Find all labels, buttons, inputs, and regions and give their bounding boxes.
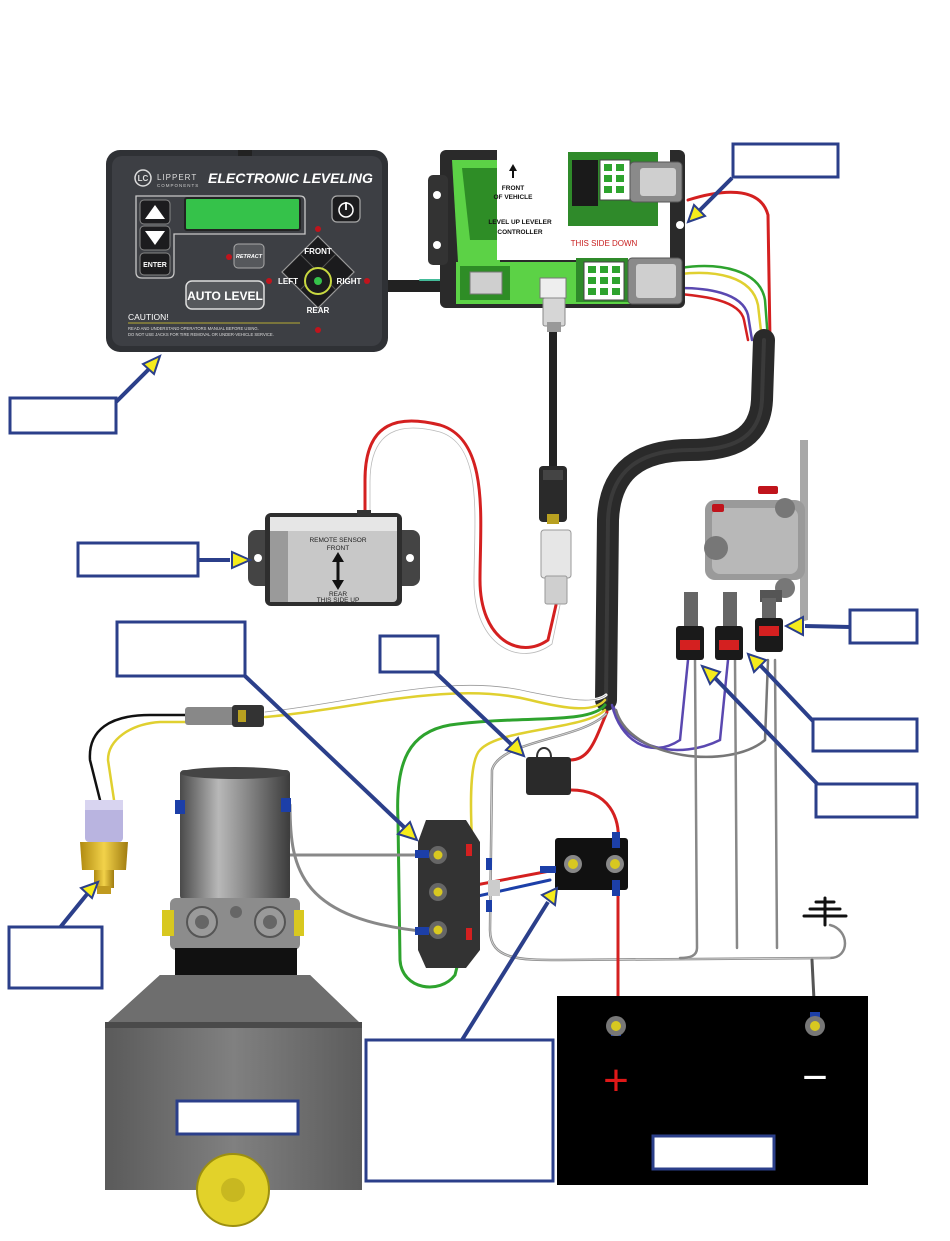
caution-line-2: DO NOT USE JACKS FOR TIRE REMOVAL OR UND… bbox=[128, 332, 274, 337]
callout-box-pressure-switch bbox=[7, 925, 104, 990]
leveler-controller: FRONT OF VEHICLE LEVEL UP LEVELER CONTRO… bbox=[428, 150, 685, 332]
rear-button[interactable]: REAR bbox=[307, 306, 330, 315]
valve-manifold bbox=[704, 440, 808, 622]
sensor-down-arrow-icon bbox=[332, 580, 344, 590]
arrow-icon bbox=[686, 203, 707, 224]
callout-box-reservoir bbox=[175, 1099, 300, 1136]
wires bbox=[88, 190, 847, 1022]
sensor-up-arrow-icon bbox=[332, 552, 344, 562]
callout-leaders bbox=[56, 176, 851, 1042]
callout-box-valve-1 bbox=[811, 717, 919, 753]
front-led bbox=[315, 226, 321, 232]
panel-title: ELECTRONIC LEVELING bbox=[208, 170, 373, 186]
auto-level-label: AUTO LEVEL bbox=[187, 289, 263, 303]
callout-box-manifold bbox=[848, 608, 919, 645]
enter-label: ENTER bbox=[143, 262, 167, 269]
controller-line-4: CONTROLLER bbox=[497, 229, 542, 236]
sensor-line-2: FRONT bbox=[327, 545, 349, 552]
caution-line-1: READ AND UNDERSTAND OPERATORS MANUAL BEF… bbox=[128, 326, 259, 331]
auto-level-button[interactable] bbox=[185, 280, 265, 310]
left-led bbox=[266, 278, 272, 284]
arrow-icon bbox=[396, 820, 419, 842]
down-arrow-icon bbox=[145, 231, 165, 245]
pump-terminal-block bbox=[415, 820, 500, 968]
solenoid-valves bbox=[676, 592, 783, 660]
caution-title: CAUTION! bbox=[128, 312, 169, 322]
lcd-display bbox=[184, 197, 301, 231]
svg-text:LC: LC bbox=[138, 174, 149, 183]
sensor-line-3: REAR bbox=[329, 591, 347, 598]
retract-label: RETRACT bbox=[236, 254, 263, 260]
callout-boxes bbox=[7, 142, 919, 1183]
arrow-icon bbox=[746, 652, 768, 674]
callout-box-control-panel bbox=[8, 396, 118, 435]
fuse-holder bbox=[526, 747, 571, 795]
arrow-icon bbox=[504, 736, 526, 758]
lippert-logo-icon bbox=[134, 169, 152, 187]
front-button[interactable]: FRONT bbox=[304, 247, 332, 256]
sensor-line-1: REMOTE SENSOR bbox=[309, 537, 366, 544]
right-led bbox=[364, 278, 370, 284]
callout-box-controller bbox=[731, 142, 840, 179]
callout-box-valve-2 bbox=[814, 782, 919, 819]
arrow-icon bbox=[783, 615, 804, 637]
callout-box-battery bbox=[651, 1134, 776, 1171]
retract-button[interactable] bbox=[233, 243, 265, 269]
sensor-connector bbox=[539, 466, 572, 605]
arrow-icon bbox=[79, 880, 100, 900]
callout-box-solenoid bbox=[364, 1038, 555, 1183]
ground-icon bbox=[802, 896, 848, 927]
inline-connector bbox=[185, 705, 264, 727]
arrow-icon bbox=[540, 886, 559, 907]
controller-line-2: OF VEHICLE bbox=[493, 194, 533, 201]
callout-box-terminal-block bbox=[115, 620, 247, 678]
reservoir-tank bbox=[105, 975, 362, 1227]
rear-led bbox=[315, 327, 321, 333]
controller-line-1: FRONT bbox=[502, 185, 524, 192]
callout-arrowheads bbox=[79, 203, 804, 907]
remote-sensor: REMOTE SENSOR FRONT REAR THIS SIDE UP bbox=[248, 510, 420, 606]
brand-text: LIPPERT bbox=[157, 173, 197, 182]
brand-sub-text: COMPONENTS bbox=[157, 183, 199, 188]
starter-solenoid bbox=[540, 832, 628, 896]
callout-box-fuse bbox=[378, 634, 440, 674]
direction-pad: FRONT LEFT RIGHT REAR bbox=[278, 235, 362, 315]
left-button[interactable]: LEFT bbox=[278, 277, 298, 286]
control-panel: LC LIPPERT COMPONENTS ELECTRONIC LEVELIN… bbox=[106, 150, 388, 352]
level-led bbox=[314, 277, 322, 285]
pump-motor bbox=[162, 767, 304, 978]
sensor-line-4: THIS SIDE UP bbox=[317, 597, 360, 604]
arrow-icon bbox=[231, 550, 253, 570]
up-arrow-icon bbox=[145, 205, 165, 219]
battery-negative-icon: − bbox=[802, 1053, 828, 1102]
pressure-switch bbox=[80, 800, 128, 894]
callout-box-remote-sensor bbox=[76, 541, 200, 578]
controller-line-3: LEVEL UP LEVELER bbox=[488, 219, 552, 226]
enter-button[interactable] bbox=[139, 252, 171, 276]
front-arrow-icon bbox=[509, 164, 517, 171]
arrow-icon bbox=[700, 664, 722, 686]
controller-side-text: THIS SIDE DOWN bbox=[571, 239, 638, 248]
retract-led bbox=[226, 254, 232, 260]
arrow-icon bbox=[141, 354, 162, 376]
battery-positive-icon: + bbox=[603, 1056, 629, 1105]
right-button[interactable]: RIGHT bbox=[337, 277, 362, 286]
